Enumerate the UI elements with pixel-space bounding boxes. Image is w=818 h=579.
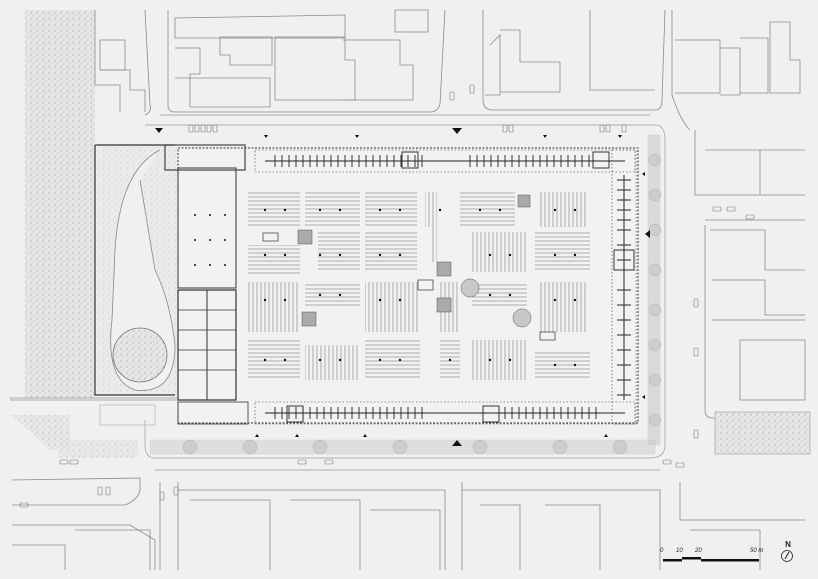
- scale-label-20: 20: [695, 548, 702, 554]
- planting-southwest: [12, 404, 156, 458]
- roundabout: [112, 327, 168, 383]
- north-letter: N: [785, 540, 791, 549]
- north-arrow-icon: [781, 550, 793, 562]
- scale-label-0: 0: [660, 548, 664, 554]
- north-main-entrance-icon: [452, 128, 462, 134]
- north-arrow: N: [780, 540, 796, 570]
- scale-bar-labels: 0 10 20 50 m: [660, 548, 780, 568]
- scale-label-10: 10: [676, 548, 683, 554]
- scale-bar: [663, 557, 759, 562]
- access-ramp: [94, 144, 177, 396]
- park-area: [25, 10, 95, 398]
- tree-rows: [149, 134, 662, 455]
- scale-label-50m: 50 m: [750, 548, 764, 554]
- city-blocks-south: [11, 477, 805, 570]
- parked-cars: [19, 84, 755, 508]
- stair-cores: [286, 151, 635, 423]
- city-blocks-east: [694, 130, 806, 419]
- interior-stairs: [262, 232, 556, 341]
- stall-grid: [248, 192, 590, 380]
- interior-trees: [297, 194, 532, 328]
- east-park: [714, 411, 811, 455]
- streets: [10, 114, 666, 471]
- city-blocks-north: [94, 9, 801, 131]
- entrance-markers: [155, 128, 650, 446]
